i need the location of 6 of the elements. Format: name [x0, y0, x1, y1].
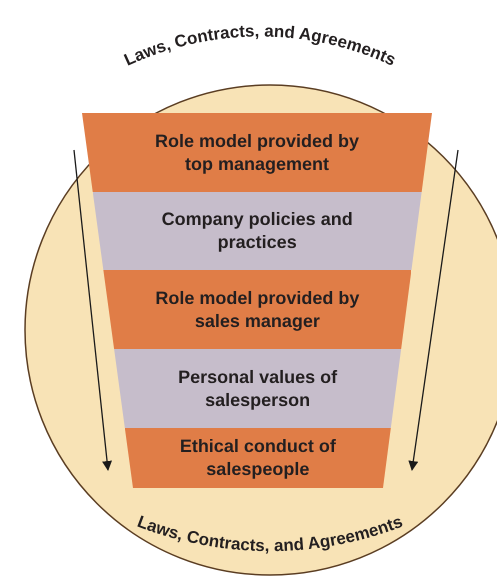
funnel-band — [82, 113, 432, 192]
band-label: Role model provided by top management — [154, 130, 360, 176]
band-label: Personal values of salesperson — [177, 366, 338, 412]
band-label: Company policies and practices — [160, 208, 354, 254]
band-label: Ethical conduct of salespeople — [178, 435, 337, 481]
band-label: Role model provided by sales manager — [154, 286, 360, 332]
